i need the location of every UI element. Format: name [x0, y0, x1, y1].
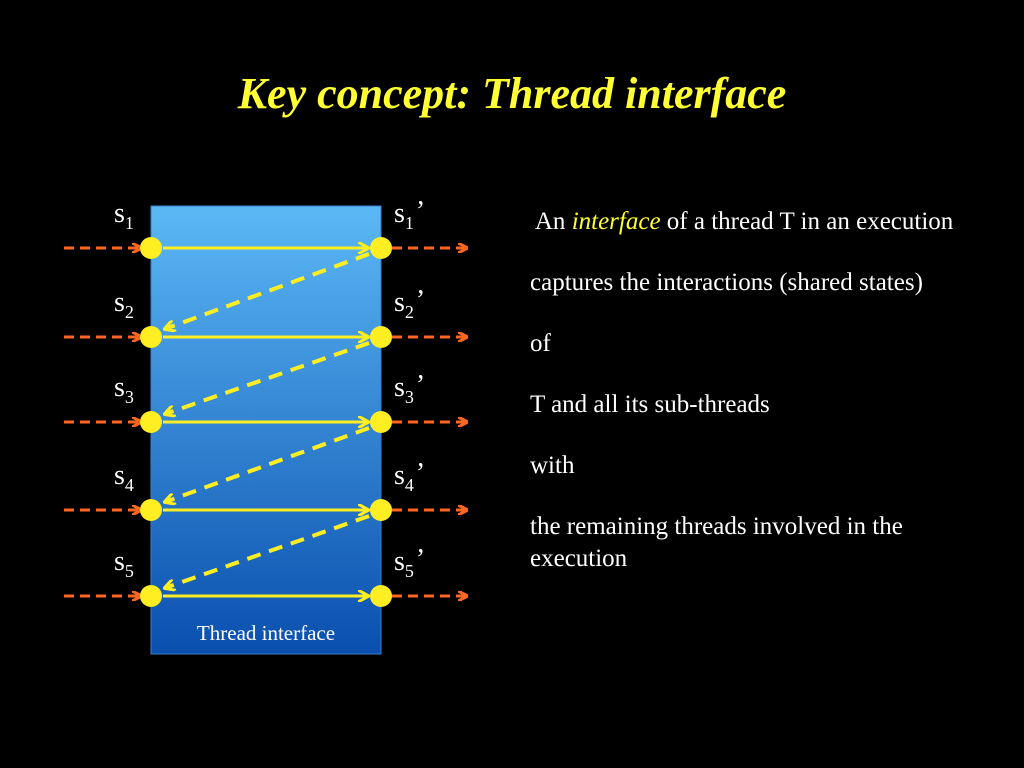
- state-node-2: [140, 326, 162, 348]
- description-text: An interface of a thread T in an executi…: [530, 206, 970, 604]
- interface-term: interface: [571, 208, 661, 235]
- state-node-prime-4: [370, 499, 392, 521]
- box-caption: Thread interface: [197, 621, 335, 645]
- p1-after: of a thread T in an execution: [660, 208, 954, 235]
- thread-interface-box: [150, 205, 382, 655]
- paragraph-2: captures the interactions (shared states…: [530, 269, 923, 296]
- state-node-1: [140, 237, 162, 259]
- state-label-2: s2: [114, 287, 134, 322]
- state-node-prime-3: [370, 411, 392, 433]
- p1-before: An: [530, 208, 572, 235]
- state-label-5: s5: [114, 546, 134, 581]
- paragraph-5: with: [530, 452, 575, 479]
- state-node-3: [140, 411, 162, 433]
- feedback-arrow-1: [165, 252, 370, 329]
- state-label-4: s4: [114, 460, 134, 495]
- paragraph-4: T and all its sub-threads: [530, 391, 770, 418]
- slide-title: Key concept: Thread interface: [237, 69, 787, 118]
- state-label-3: s3: [114, 372, 134, 407]
- state-node-prime-2: [370, 326, 392, 348]
- state-node-4: [140, 499, 162, 521]
- state-node-prime-5: [370, 585, 392, 607]
- paragraph-1: An interface of a thread T in an executi…: [530, 206, 970, 238]
- state-node-5: [140, 585, 162, 607]
- state-prime-label-4: s4’: [394, 458, 425, 495]
- state-prime-label-2: s2’: [394, 285, 425, 322]
- feedback-arrow-2: [165, 341, 370, 414]
- state-label-1: s1: [114, 198, 134, 233]
- feedback-arrow-3: [165, 426, 370, 502]
- feedback-arrow-4: [165, 514, 370, 588]
- paragraph-3: of: [530, 330, 551, 357]
- paragraph-6: the remaining threads involved in the ex…: [530, 513, 903, 572]
- state-node-prime-1: [370, 237, 392, 259]
- state-prime-label-3: s3’: [394, 370, 425, 407]
- state-prime-label-5: s5’: [394, 544, 425, 581]
- state-prime-label-1: s1’: [394, 196, 425, 233]
